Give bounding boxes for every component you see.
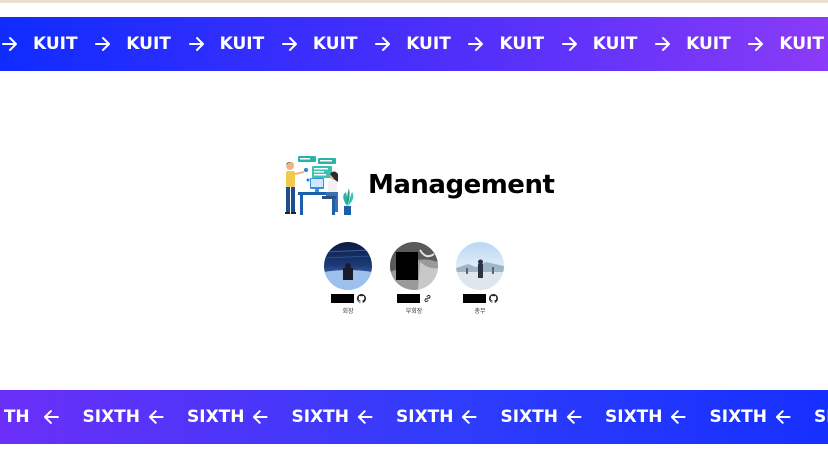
banner-item: SIXTH bbox=[605, 407, 710, 427]
arrow-left-icon bbox=[566, 410, 582, 424]
sixth-marquee-banner: TH SIXTH SIXTH SIXTH SIXTH SIXTH SIXTH SIXTH SIX… bbox=[0, 390, 828, 444]
banner-word: SIXTH bbox=[82, 407, 141, 427]
banner-word: KUIT bbox=[312, 34, 358, 54]
section-title: Management bbox=[368, 170, 555, 200]
member-name-row bbox=[330, 294, 366, 303]
arrow-left-icon bbox=[461, 410, 477, 424]
banner-item: KUIT bbox=[369, 34, 462, 54]
redacted-name bbox=[330, 294, 354, 303]
member-avatar[interactable] bbox=[324, 242, 372, 290]
redacted-name bbox=[462, 294, 486, 303]
arrow-left-icon bbox=[670, 410, 686, 424]
banner-word: KUIT bbox=[499, 34, 545, 54]
arrow-right-icon bbox=[95, 37, 111, 51]
banner-item: KUIT bbox=[183, 34, 276, 54]
github-icon[interactable] bbox=[488, 294, 498, 303]
member-name-row bbox=[462, 294, 498, 303]
arrow-left-icon bbox=[148, 410, 164, 424]
banner-word: SIXTH bbox=[709, 407, 768, 427]
arrow-left-icon bbox=[252, 410, 268, 424]
kuit-marquee-banner: KUITKUITKUITKUITKUITKUITKUITKUITKUITKUIT bbox=[0, 17, 828, 71]
banner-item: SIXTH bbox=[292, 407, 397, 427]
banner-item: SIXTH bbox=[396, 407, 501, 427]
banner-word: SIXTH bbox=[291, 407, 350, 427]
arrow-right-icon bbox=[561, 37, 577, 51]
team-meeting-illustration bbox=[285, 156, 354, 215]
member-card-president[interactable]: 회장 bbox=[318, 242, 378, 315]
member-role: 총무 bbox=[474, 308, 486, 315]
github-icon[interactable] bbox=[356, 294, 366, 303]
member-name-row bbox=[396, 294, 432, 303]
banner-word: KUIT bbox=[686, 34, 731, 54]
management-section-header: Management bbox=[280, 152, 555, 218]
banner-item: KUIT bbox=[556, 34, 649, 54]
banner-item: SIXTH bbox=[501, 407, 606, 427]
banner-word: SIXTH bbox=[605, 407, 663, 427]
banner-item: KUIT bbox=[276, 34, 369, 54]
arrow-right-icon bbox=[468, 37, 484, 51]
link-icon[interactable] bbox=[423, 294, 432, 303]
arrow-left-icon bbox=[357, 410, 373, 424]
banner-item: KUIT bbox=[0, 34, 89, 54]
banner-item: SIXTH bbox=[83, 407, 188, 427]
arrow-right-icon bbox=[188, 37, 204, 51]
arrow-right-icon bbox=[2, 37, 17, 51]
banner-word: KUIT bbox=[779, 34, 824, 54]
arrow-right-icon bbox=[375, 37, 391, 51]
banner-word: TH bbox=[3, 407, 30, 427]
banner-item: KUIT bbox=[742, 34, 828, 54]
marquee-track: TH SIXTH SIXTH SIXTH SIXTH SIXTH SIXTH SIXTH SIX… bbox=[0, 407, 828, 427]
arrow-right-icon bbox=[748, 37, 764, 51]
banner-word: SIXTH bbox=[396, 407, 454, 427]
banner-item: SIXTH bbox=[187, 407, 292, 427]
top-border bbox=[0, 0, 828, 3]
banner-item: KUIT bbox=[462, 34, 555, 54]
member-card-vice-president[interactable]: 부회장 bbox=[384, 242, 444, 315]
banner-word: KUIT bbox=[219, 34, 265, 54]
banner-item: KUIT bbox=[649, 34, 742, 54]
banner-item: SIXTH bbox=[710, 407, 815, 427]
arrow-right-icon bbox=[281, 37, 297, 51]
banner-word: SIXTH bbox=[187, 407, 245, 427]
redacted-name bbox=[396, 294, 420, 303]
member-card-treasurer[interactable]: 총무 bbox=[450, 242, 510, 315]
banner-word: KUIT bbox=[126, 34, 171, 54]
member-avatar[interactable] bbox=[456, 242, 504, 290]
arrow-right-icon bbox=[655, 37, 671, 51]
banner-word: KUIT bbox=[592, 34, 638, 54]
arrow-left-icon bbox=[43, 410, 59, 424]
member-role: 부회장 bbox=[405, 308, 423, 315]
arrow-left-icon bbox=[775, 410, 791, 424]
marquee-track: KUITKUITKUITKUITKUITKUITKUITKUITKUITKUIT bbox=[0, 34, 828, 54]
banner-item: SIXTH bbox=[814, 407, 828, 427]
banner-word: KUIT bbox=[33, 34, 78, 54]
member-role: 회장 bbox=[342, 308, 354, 315]
banner-item: KUIT bbox=[89, 34, 182, 54]
banner-word: SIXTH bbox=[814, 407, 828, 427]
banner-item: TH bbox=[0, 407, 83, 427]
banner-word: KUIT bbox=[406, 34, 451, 54]
banner-word: SIXTH bbox=[500, 407, 559, 427]
member-avatar[interactable] bbox=[390, 242, 438, 290]
